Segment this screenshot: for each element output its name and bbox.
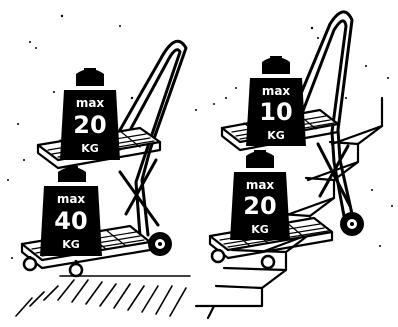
- lower-left-max-label: max: [57, 192, 86, 206]
- lower-right-weight-value: 20: [243, 192, 276, 220]
- right-panel-stairs: max 10 KG max 20 KG: [196, 12, 393, 318]
- lower-left-unit-label: KG: [62, 238, 80, 251]
- upper-right-unit-label: KG: [267, 129, 285, 142]
- upper-left-max-label: max: [76, 96, 105, 110]
- lower-right-unit-label: KG: [251, 223, 269, 236]
- upper-right-weight-value: 10: [259, 98, 292, 126]
- lower-left-weight-value: 40: [54, 207, 87, 235]
- upper-left-weight-value: 20: [73, 111, 106, 139]
- weight-icon-upper-right: max 10 KG: [246, 56, 306, 146]
- floor-hatching: [16, 276, 190, 316]
- upper-right-max-label: max: [262, 84, 291, 98]
- weight-icon-lower-right: max 20 KG: [230, 150, 290, 240]
- lower-right-max-label: max: [246, 178, 275, 192]
- weight-icon-upper-left: max 20 KG: [60, 68, 120, 160]
- upper-left-unit-label: KG: [81, 142, 99, 155]
- left-panel-flat-floor: max 20 KG max 40 KG: [7, 15, 197, 316]
- weight-icon-lower-left: max 40 KG: [40, 166, 102, 256]
